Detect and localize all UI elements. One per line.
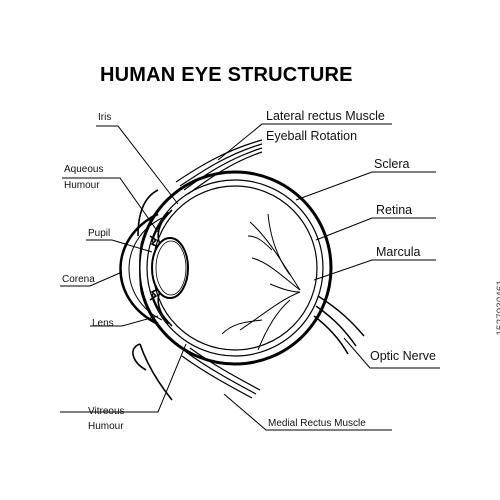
- muscles: [175, 139, 263, 399]
- label-optic-nerve: Optic Nerve: [370, 349, 436, 363]
- cornea: [119, 212, 159, 326]
- label-vitreous-line2: Humour: [88, 421, 124, 432]
- choroid-outline: [146, 179, 324, 357]
- watermark-id: 1527930461: [496, 280, 500, 336]
- label-aqueous-line1: Aqueous: [64, 164, 104, 175]
- lens-shape: [151, 237, 189, 299]
- diagram-title: HUMAN EYE STRUCTURE: [100, 64, 353, 86]
- label-marcula: Marcula: [376, 245, 421, 259]
- optic-nerve: [313, 295, 365, 355]
- label-vitreous-line1: Vitreous: [88, 406, 125, 417]
- label-retina: Retina: [376, 203, 413, 217]
- label-eyeball-rotation: Eyeball Rotation: [266, 129, 358, 143]
- label-lens: Lens: [92, 318, 114, 329]
- eyelid: [132, 189, 173, 401]
- label-iris: Iris: [98, 112, 112, 123]
- leader-lines: [60, 123, 440, 431]
- label-sclera: Sclera: [374, 157, 410, 171]
- label-pupil: Pupil: [88, 228, 111, 239]
- blood-vessels: [221, 213, 301, 351]
- iris-structure: [149, 209, 173, 327]
- label-aqueous-line2: Humour: [64, 180, 100, 191]
- label-corena: Corena: [62, 274, 95, 285]
- front-mask: [118, 200, 150, 336]
- label-medial-rectus: Medial Rectus Muscle: [268, 418, 366, 429]
- label-lateral-rectus: Lateral rectus Muscle: [266, 109, 385, 123]
